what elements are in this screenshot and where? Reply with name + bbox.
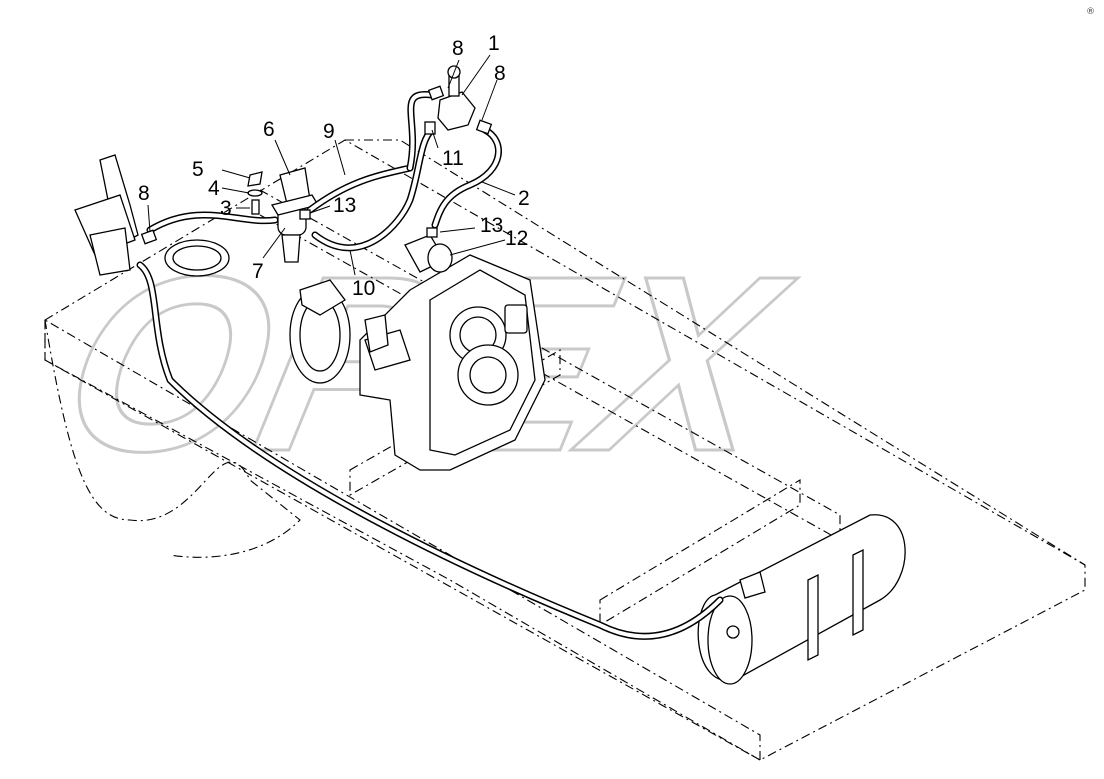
corner-mark: ®: [1086, 7, 1095, 17]
callout-5: 5: [192, 158, 204, 181]
brake-pedal: [74, 154, 139, 276]
chassis-frame: [44, 139, 1086, 761]
callout-10: 10: [352, 277, 375, 300]
callout-8-right: 8: [494, 62, 506, 85]
control-valve: [437, 65, 476, 131]
air-hoses: [136, 90, 724, 640]
callout-2: 2: [518, 187, 530, 210]
callout-8-left: 8: [138, 182, 150, 205]
callout-8-top: 8: [452, 37, 464, 60]
hose-fittings: [140, 85, 493, 245]
callout-6: 6: [263, 118, 275, 141]
callout-11: 11: [442, 147, 464, 170]
leader-lines: [147, 54, 516, 276]
air-tank: [697, 514, 906, 685]
callout-7: 7: [252, 260, 264, 283]
mounting-bracket: [270, 167, 320, 216]
callout-12: 12: [505, 227, 528, 250]
relay-valve: [404, 234, 453, 273]
callout-labels: 1 2 3 4 5 6 7 8 8 8 9 10 11 12 13 13: [138, 32, 530, 300]
callout-1: 1: [488, 32, 500, 55]
callout-13-left: 13: [333, 194, 356, 217]
transmission-housing: [359, 254, 546, 471]
callout-9: 9: [323, 120, 335, 143]
callout-3: 3: [220, 197, 232, 220]
callout-13-right: 13: [480, 214, 503, 237]
callout-4: 4: [208, 177, 220, 200]
brake-caliper-assembly: [289, 279, 389, 384]
hardware-stack: [247, 171, 263, 215]
